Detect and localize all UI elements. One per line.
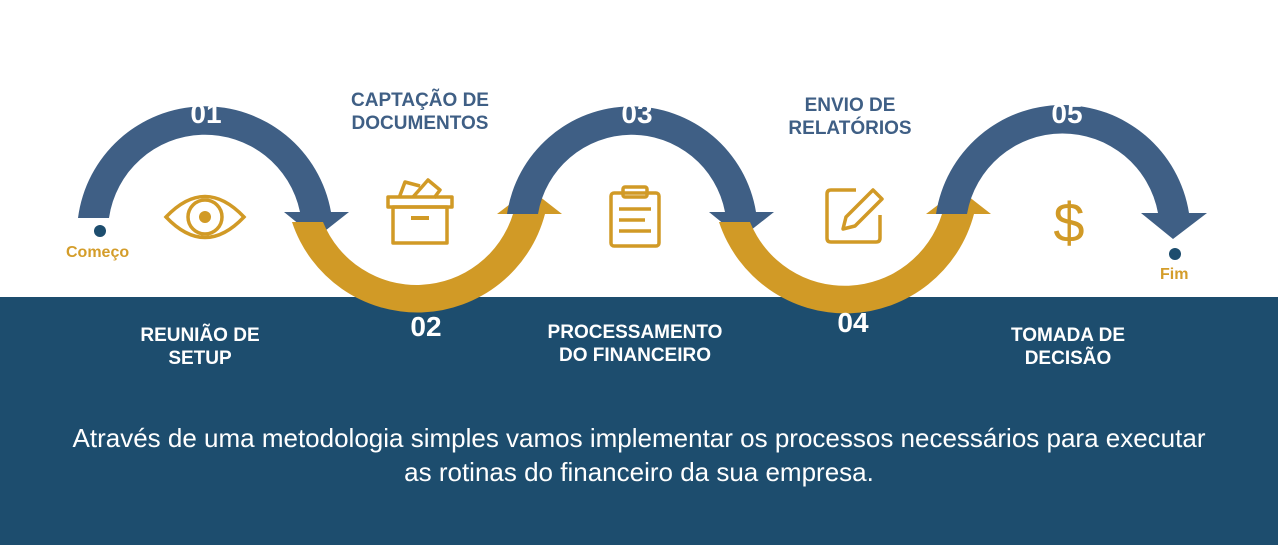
step-04-title: ENVIO DE RELATÓRIOS	[788, 95, 912, 139]
background-band	[0, 297, 1278, 545]
step-02-title: CAPTAÇÃO DE DOCUMENTOS	[351, 90, 489, 134]
edit-icon	[825, 188, 884, 244]
start-label: Começo	[66, 244, 130, 261]
step-04-number: 04	[837, 307, 869, 338]
arc-step-02	[292, 189, 562, 313]
clipboard-icon	[609, 185, 661, 248]
step-05-title: TOMADA DE DECISÃO	[1011, 325, 1125, 369]
arc-step-01	[78, 106, 349, 238]
eye-icon	[163, 194, 247, 240]
arc-step-03	[507, 106, 774, 238]
step-03-title: PROCESSAMENTO DO FINANCEIRO	[547, 322, 723, 366]
arc-step-04	[719, 189, 991, 314]
end-dot	[1169, 248, 1181, 260]
document-box-icon	[386, 178, 454, 245]
step-05-number: 05	[1051, 98, 1083, 129]
step-02-number: 02	[410, 311, 442, 342]
step-03-number: 03	[621, 98, 653, 129]
step-01-number: 01	[190, 98, 222, 129]
arc-step-05	[936, 105, 1207, 239]
dollar-icon: $	[1053, 191, 1084, 254]
step-01-title: REUNIÃO DE SETUP	[140, 325, 260, 369]
end-label: Fim	[1160, 266, 1189, 283]
start-dot	[94, 225, 106, 237]
tagline: Através de uma metodologia simples vamos…	[72, 423, 1206, 487]
